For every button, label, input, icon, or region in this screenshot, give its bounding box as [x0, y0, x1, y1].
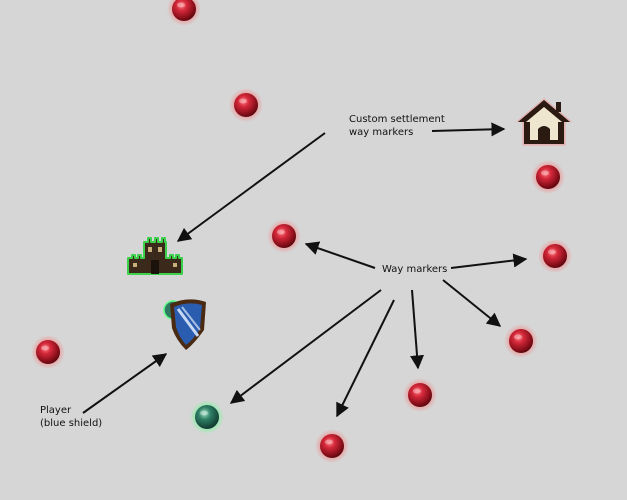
arrow-to-marker	[442, 279, 502, 327]
arrow-to-marker	[450, 253, 528, 269]
red-orb-icon[interactable]	[31, 335, 65, 369]
red-orb-icon[interactable]	[531, 160, 565, 194]
red-orb-icon[interactable]	[538, 239, 572, 273]
annotation-arrows	[82, 122, 528, 418]
arrow-to-player	[82, 353, 168, 414]
way-markers-label: Way markers	[382, 264, 448, 275]
castle-settlement-icon[interactable]	[127, 237, 183, 275]
red-orb-icon[interactable]	[267, 219, 301, 253]
arrow-to-marker	[410, 289, 425, 370]
arrow-to-marker	[336, 299, 395, 418]
arrow-to-castle	[176, 132, 326, 242]
red-orb-icon[interactable]	[229, 88, 263, 122]
blue-shield-icon[interactable]	[163, 299, 206, 350]
house-settlement-icon[interactable]	[516, 98, 573, 146]
player-label: Player (blue shield)	[40, 405, 103, 429]
arrow-to-green-marker	[229, 289, 382, 404]
custom-settlement-label: Custom settlement way markers	[349, 114, 445, 138]
red-orb-icon[interactable]	[315, 429, 349, 463]
red-orb-icon[interactable]	[167, 0, 201, 26]
arrow-to-house	[431, 122, 506, 137]
arrow-to-marker	[304, 241, 376, 269]
green-orb-icon[interactable]	[190, 400, 224, 434]
red-orb-icon[interactable]	[504, 324, 538, 358]
red-orb-icon[interactable]	[403, 378, 437, 412]
